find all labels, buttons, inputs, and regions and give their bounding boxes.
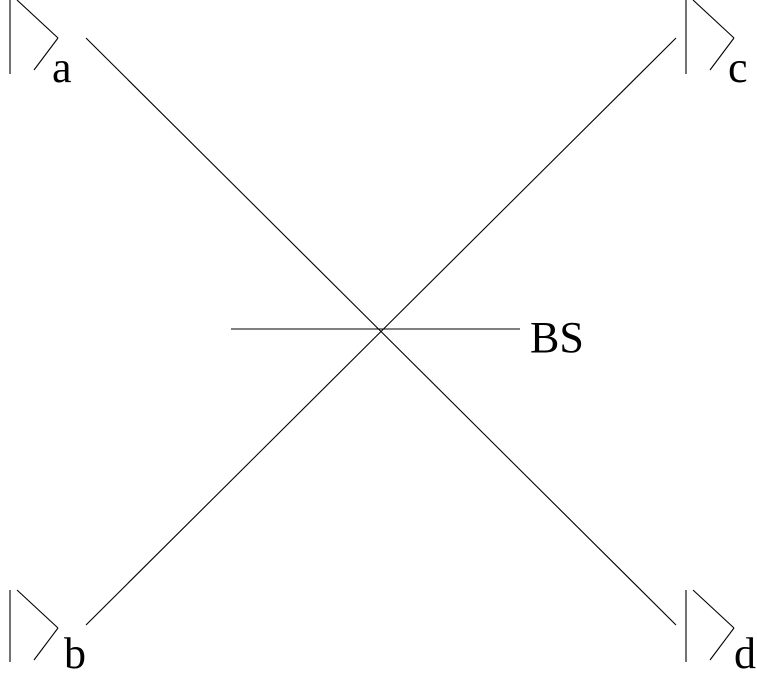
port-b-label: b: [64, 629, 86, 674]
port-d-label: d: [734, 629, 756, 674]
port-c-label: c: [728, 43, 748, 92]
port-b-ket-symbol: [9, 589, 59, 662]
beam-splitter-label: BS: [530, 313, 584, 362]
port-d-ket-symbol: [685, 589, 735, 662]
port-a-ket-symbol: [9, 0, 59, 74]
port-a-label: a: [52, 43, 72, 92]
port-c-ket-symbol: [685, 0, 735, 74]
beam-path-b-to-c: [85, 37, 677, 626]
